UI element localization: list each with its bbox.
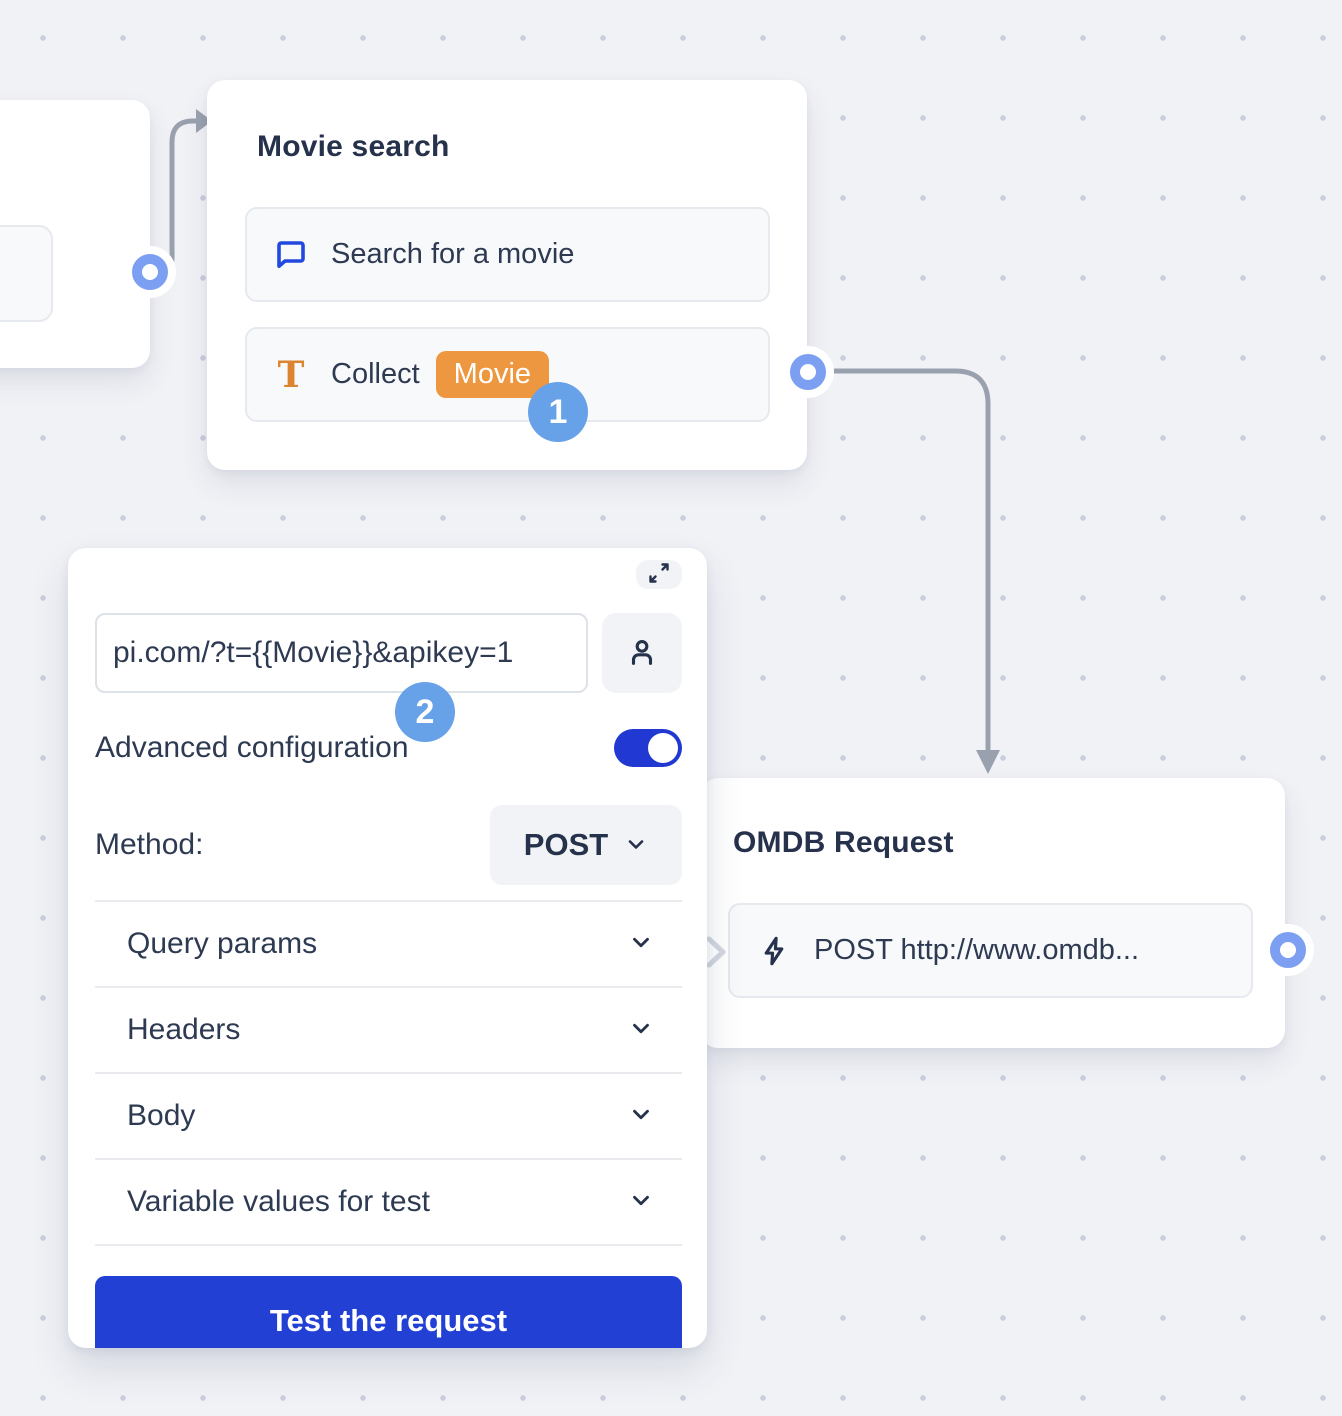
- chevron-down-icon: [628, 1101, 654, 1132]
- chevron-down-icon: [628, 1015, 654, 1046]
- port-ring: [1270, 932, 1306, 968]
- question-block-row[interactable]: Search for a movie: [245, 207, 770, 302]
- expand-button[interactable]: [636, 560, 682, 589]
- section-variable-values[interactable]: Variable values for test: [95, 1160, 682, 1246]
- section-label: Variable values for test: [127, 1185, 430, 1218]
- method-dropdown[interactable]: POST: [490, 805, 682, 885]
- connector-arrowhead-down: [976, 750, 1000, 774]
- method-label: Method:: [95, 828, 204, 861]
- section-query-params[interactable]: Query params: [95, 902, 682, 988]
- toggle-knob: [648, 733, 678, 763]
- section-label: Query params: [127, 927, 318, 960]
- step-badge-1: 1: [528, 382, 588, 442]
- chevron-down-icon: [628, 1187, 654, 1218]
- section-label: Headers: [127, 1013, 241, 1046]
- chevron-down-icon: [624, 832, 648, 859]
- insert-variable-button[interactable]: [602, 613, 682, 693]
- section-label: Body: [127, 1099, 196, 1132]
- section-body[interactable]: Body: [95, 1074, 682, 1160]
- webhook-block-row[interactable]: POST http://www.omdb...: [728, 903, 1253, 998]
- omdb-request-node-card[interactable]: OMDB Request POST http://www.omdb...: [700, 778, 1285, 1048]
- movie-search-node-card[interactable]: Movie search Search for a movie T Collec…: [207, 80, 807, 470]
- url-input-value: pi.com/?t={{Movie}}&apikey=1: [113, 636, 514, 669]
- person-icon: [625, 635, 659, 672]
- webhook-block-label: POST http://www.omdb...: [814, 934, 1140, 966]
- method-value: POST: [523, 827, 609, 862]
- output-port-omdb-request[interactable]: [1262, 924, 1314, 976]
- advanced-configuration-label: Advanced configuration: [95, 731, 409, 764]
- section-headers[interactable]: Headers: [95, 988, 682, 1074]
- lightning-icon: [754, 931, 794, 971]
- port-ring: [790, 354, 826, 390]
- webhook-config-panel: pi.com/?t={{Movie}}&apikey=1 Advanced co…: [68, 548, 707, 1348]
- question-block-label: Search for a movie: [331, 238, 575, 270]
- omdb-node-title: OMDB Request: [733, 826, 954, 859]
- method-row: Method: POST: [95, 805, 682, 885]
- connector-movie-to-omdb: [823, 368, 991, 755]
- collect-block-row[interactable]: T Collect Movie: [245, 327, 770, 422]
- start-node-row[interactable]: [0, 225, 53, 322]
- connector-start-to-movie: [157, 118, 200, 274]
- collect-block-label: Collect: [331, 358, 420, 390]
- chat-bubble-icon: [271, 235, 311, 275]
- step-badge-2: 2: [395, 682, 455, 742]
- url-input[interactable]: pi.com/?t={{Movie}}&apikey=1: [95, 613, 588, 693]
- text-collect-icon: T: [277, 353, 305, 396]
- port-ring: [132, 254, 168, 290]
- output-port-start-node[interactable]: [124, 246, 176, 298]
- advanced-configuration-toggle[interactable]: [614, 729, 682, 767]
- collapsible-sections: Query params Headers: [95, 900, 682, 1246]
- test-request-button[interactable]: Test the request: [95, 1276, 682, 1348]
- expand-icon: [647, 561, 671, 588]
- variable-badge-movie[interactable]: Movie: [435, 351, 550, 398]
- advanced-configuration-row: Advanced configuration: [95, 729, 682, 767]
- chevron-down-icon: [628, 929, 654, 960]
- output-port-movie-search[interactable]: [782, 346, 834, 398]
- url-row: pi.com/?t={{Movie}}&apikey=1: [95, 613, 682, 693]
- movie-search-node-title: Movie search: [257, 130, 450, 163]
- start-node-card[interactable]: [0, 100, 150, 368]
